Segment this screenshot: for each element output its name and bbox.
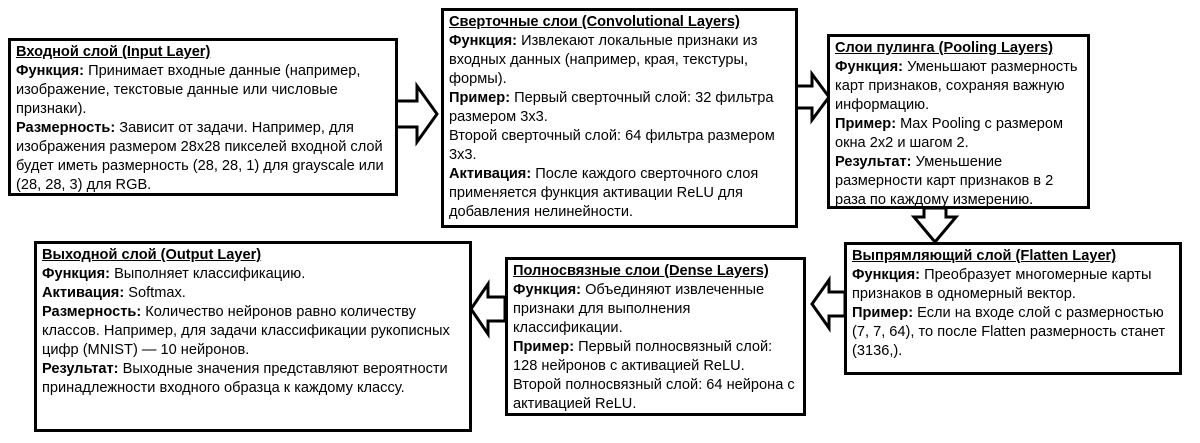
example-label: Пример: xyxy=(513,339,575,355)
dimension-label: Размерность: xyxy=(16,120,116,136)
input-layer-box: Входной слой (Input Layer) Функция: Прин… xyxy=(8,38,398,196)
conv-layer-title: Сверточные слои (Convolutional Layers) xyxy=(449,14,740,30)
input-layer-title: Входной слой (Input Layer) xyxy=(16,44,211,60)
activation-label: Активация: xyxy=(42,285,125,301)
arrow-dense-to-output xyxy=(469,279,507,339)
arrow-conv-to-pooling xyxy=(794,69,831,125)
function-label: Функция: xyxy=(835,59,904,75)
example-label: Пример: xyxy=(835,116,897,132)
flatten-layer-box: Выпрямляющий слой (Flatten Layer) Функци… xyxy=(844,242,1182,375)
result-label: Результат: xyxy=(42,361,119,377)
example-label: Пример: xyxy=(449,90,511,106)
example-text: Max Pooling с размером окна 2x2 и шагом … xyxy=(835,116,1064,151)
activation-label: Активация: xyxy=(449,166,532,182)
output-layer-title: Выходной слой (Output Layer) xyxy=(42,247,262,263)
pooling-layer-box: Слои пулинга (Pooling Layers) Функция: У… xyxy=(827,34,1090,209)
dimension-text: Зависит от задачи. Например, для изображ… xyxy=(16,120,384,193)
example-label: Пример: xyxy=(852,305,914,321)
output-layer-box: Выходной слой (Output Layer) Функция: Вы… xyxy=(34,241,472,432)
example-text: Первый полносвязный слой: 128 нейронов с… xyxy=(513,339,773,374)
function-text: Извлекают локальные признаки из входных … xyxy=(449,33,758,87)
result-text: Уменьшение размерности карт признаков в … xyxy=(835,154,1054,208)
arrow-pooling-to-flatten xyxy=(910,206,960,245)
example-text: Если на входе слой с размерностью (7, 7,… xyxy=(852,305,1166,359)
function-text: Уменьшают размерность карт признаков, со… xyxy=(835,59,1078,113)
result-label: Результат: xyxy=(835,154,912,170)
dimension-label: Размерность: xyxy=(42,304,142,320)
result-text: Выходные значения представляют вероятнос… xyxy=(42,361,448,396)
example-text: Первый сверточный слой: 32 фильтра разме… xyxy=(449,90,774,125)
arrow-flatten-to-dense xyxy=(810,275,847,333)
function-text: Выполняет классификацию. xyxy=(114,266,306,282)
function-label: Функция: xyxy=(449,33,518,49)
example-text-2: Второй сверточный слой: 64 фильтра разме… xyxy=(449,128,775,163)
function-text: Объединяют извлеченные признаки для выпо… xyxy=(513,282,765,336)
function-text: Принимает входные данные (например, изоб… xyxy=(16,63,361,117)
function-text: Преобразует многомерные карты признаков … xyxy=(852,267,1152,302)
function-label: Функция: xyxy=(42,266,111,282)
pooling-layer-title: Слои пулинга (Pooling Layers) xyxy=(835,40,1053,56)
dense-layer-box: Полносвязные слои (Dense Layers) Функция… xyxy=(505,257,806,416)
flatten-layer-title: Выпрямляющий слой (Flatten Layer) xyxy=(852,248,1117,264)
example-text-2: Второй полносвязный слой: 64 нейрона с а… xyxy=(513,377,795,412)
arrow-input-to-conv xyxy=(394,81,439,147)
conv-layer-box: Сверточные слои (Convolutional Layers) Ф… xyxy=(441,8,798,228)
activation-text: Softmax. xyxy=(128,285,186,301)
dimension-text: Количество нейронов равно количеству кла… xyxy=(42,304,450,358)
activation-text: После каждого сверточного слоя применяет… xyxy=(449,166,759,220)
function-label: Функция: xyxy=(16,63,85,79)
function-label: Функция: xyxy=(852,267,921,283)
dense-layer-title: Полносвязные слои (Dense Layers) xyxy=(513,263,769,279)
function-label: Функция: xyxy=(513,282,582,298)
